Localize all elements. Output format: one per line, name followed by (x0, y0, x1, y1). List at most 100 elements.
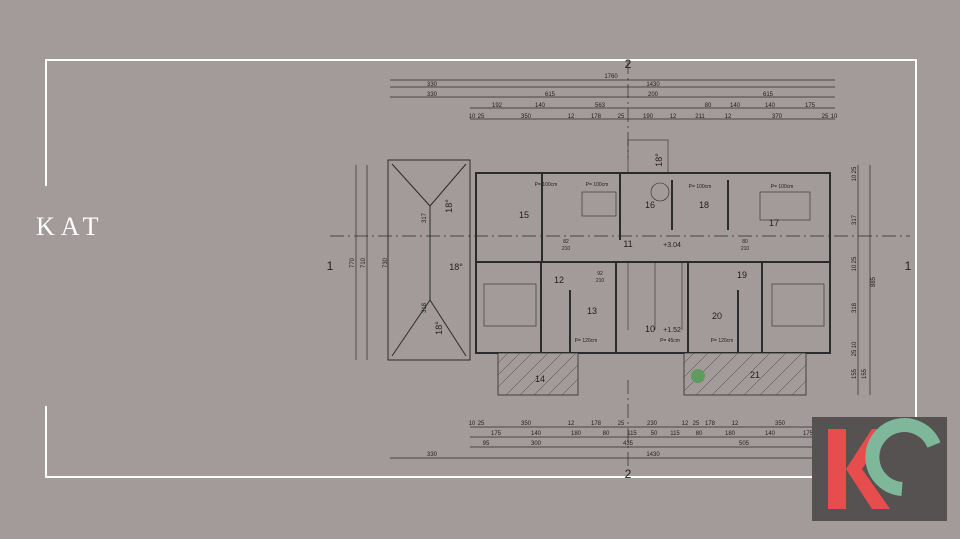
dim-label: 80 (696, 431, 703, 437)
dim-label: 200 (648, 92, 659, 98)
dim-label: 435 (623, 441, 634, 447)
dim-label: 140 (535, 103, 546, 109)
dim-label: 140 (765, 103, 776, 109)
dim-label: 317 (852, 214, 858, 225)
room-number: 11 (623, 239, 632, 249)
door-label: 210 (562, 246, 571, 252)
dim-label: 300 (531, 441, 542, 447)
room-number: 13 (587, 306, 597, 316)
parapet-label: P= 120cm (575, 338, 598, 344)
roof-angle: 18° (449, 262, 463, 272)
page-title: KAT (36, 212, 105, 241)
dim-label: 710 (361, 257, 367, 268)
dim-label: 80 (603, 431, 610, 437)
door-label: 210 (596, 278, 605, 284)
dim-label: 10 (469, 421, 476, 427)
dim-label: 1430 (646, 452, 660, 458)
dim-label: 25 (693, 421, 700, 427)
dim-label: 350 (775, 421, 786, 427)
parapet-label: P= 100cm (689, 184, 712, 190)
dim-label: 885 (871, 276, 877, 287)
dim-label: 140 (730, 103, 741, 109)
room-number: 12 (554, 275, 564, 285)
dim-label: 12 (682, 421, 689, 427)
plant-icon (691, 369, 705, 383)
dim-label: 211 (695, 114, 705, 120)
section-marker-left: 1 (327, 259, 334, 273)
parapet-label: P= 100cm (535, 182, 558, 188)
dim-label: 25 (618, 114, 625, 120)
dim-label: 370 (772, 114, 783, 120)
dim-label: 80 (705, 103, 712, 109)
dim-label: 192 (492, 103, 503, 109)
dim-label: 25 (852, 166, 858, 173)
parapet-label: P= 45cm (660, 338, 680, 344)
dim-label: 615 (545, 92, 556, 98)
dim-label: 770 (350, 257, 356, 268)
dim-label: 25 (852, 349, 858, 356)
room-number: 14 (535, 374, 545, 384)
room-number: 16 (645, 200, 655, 210)
dim-label: 25 (852, 256, 858, 263)
door-label: 82 (563, 239, 569, 245)
room-number: 20 (712, 311, 722, 321)
room-number: 15 (519, 210, 529, 220)
dim-label: 318 (422, 302, 428, 313)
dim-label: 505 (739, 441, 750, 447)
dim-label: 318 (852, 302, 858, 313)
dim-label: 330 (427, 82, 438, 88)
section-marker-bottom: 2 (625, 467, 632, 481)
frame-gap (40, 186, 52, 406)
dim-label: 12 (725, 114, 732, 120)
dim-label: 95 (483, 441, 490, 447)
dim-label: 178 (591, 114, 602, 120)
roof-angle: 18° (444, 199, 454, 213)
room-number: 18 (699, 200, 709, 210)
dim-label: 175 (805, 103, 816, 109)
dim-label: 12 (568, 114, 575, 120)
door-label: 92 (597, 271, 603, 277)
dim-label: 12 (732, 421, 739, 427)
dim-label: 178 (705, 421, 716, 427)
dim-label: 350 (521, 421, 532, 427)
dim-label: 25 (822, 114, 829, 120)
dim-label: 140 (531, 431, 542, 437)
dim-label: 155 (862, 368, 868, 379)
door-label: 210 (741, 246, 750, 252)
roof-angle: 18° (654, 153, 664, 167)
dim-label: 115 (627, 431, 637, 437)
parapet-label: P= 100cm (771, 184, 794, 190)
parapet-label: P= 100cm (586, 182, 609, 188)
dim-label: 317 (422, 212, 428, 223)
level-label: +3.04 (663, 242, 681, 249)
dim-label: 730 (383, 257, 389, 268)
room-number: 21 (750, 370, 760, 380)
dim-label: 190 (643, 114, 654, 120)
dim-label: 10 (469, 114, 476, 120)
room-number: 17 (769, 218, 779, 228)
section-marker-right: 1 (905, 259, 912, 273)
room-number: 19 (737, 270, 747, 280)
section-marker-top: 2 (625, 57, 632, 71)
dim-label: 330 (427, 452, 438, 458)
dim-label: 50 (651, 431, 658, 437)
dim-label: 180 (725, 431, 736, 437)
dim-label: 155 (852, 368, 858, 379)
dim-label: 230 (647, 421, 658, 427)
dim-label: 1430 (646, 82, 660, 88)
dim-label: 178 (591, 421, 602, 427)
dim-label: 25 (478, 114, 485, 120)
dim-label: 175 (803, 431, 814, 437)
parapet-label: P= 120cm (711, 338, 734, 344)
dim-label: 1760 (604, 74, 618, 80)
dim-label: 10 (852, 341, 858, 348)
dim-label: 10 (852, 264, 858, 271)
dim-label: 12 (670, 114, 677, 120)
roof-angle: 18° (434, 321, 444, 335)
door-label: 80 (742, 239, 748, 245)
dim-label: 115 (670, 431, 680, 437)
dim-label: 10 (831, 114, 838, 120)
dim-label: 10 (852, 174, 858, 181)
room-number: 10 (645, 324, 655, 334)
